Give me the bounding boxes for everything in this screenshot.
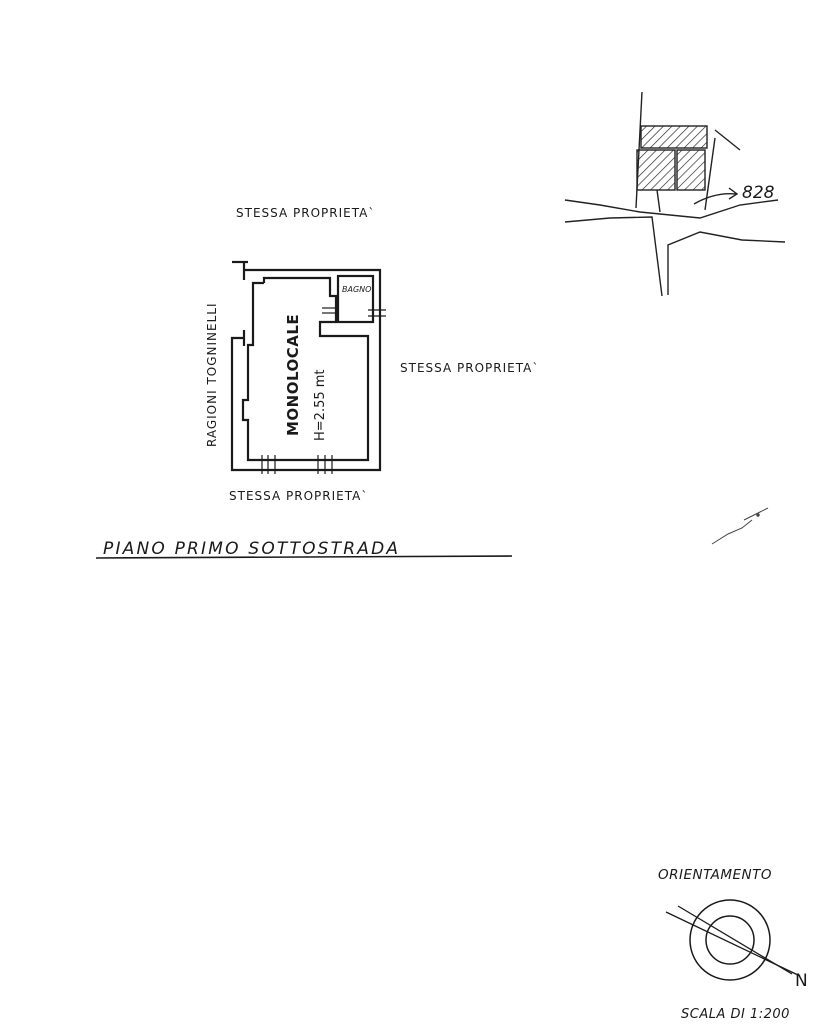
parcel-number: 828 — [742, 183, 775, 203]
floor-title: PIANO PRIMO SOTTOSTRADA — [103, 539, 400, 559]
north-arrow-line — [677, 905, 793, 975]
north-arrow-symbol — [665, 899, 801, 981]
room-name: MONOLOCALE — [284, 314, 302, 436]
outer-wall — [230, 268, 382, 472]
north-label: N — [795, 971, 808, 991]
orientation-label: ORIENTAMENTO — [658, 867, 772, 883]
bathroom-label: BAGNO — [342, 285, 371, 294]
plot-boundary — [656, 189, 661, 213]
building-block — [636, 149, 676, 191]
compass-inner-ring — [705, 915, 755, 965]
stray-marks — [711, 507, 769, 545]
plot-boundary — [704, 137, 716, 211]
plot-boundary — [714, 129, 741, 151]
neighbour-label-right: STESSA PROPRIETA` — [400, 361, 539, 375]
parcel-arrowhead — [728, 187, 739, 200]
road-edge-lower — [564, 216, 663, 297]
floor-title-underline — [95, 555, 513, 559]
parcel-arrow — [693, 193, 737, 205]
bathroom-walls — [336, 274, 375, 324]
scale-label: SCALA DI 1:200 — [681, 1007, 790, 1022]
neighbour-label-bottom: STESSA PROPRIETA` — [229, 489, 368, 503]
road-edge-upper — [564, 199, 779, 219]
location-map — [564, 91, 786, 297]
road-edge-right — [667, 231, 786, 295]
neighbour-label-left: RAGIONI TOGNINELLI — [205, 302, 219, 447]
compass-outer-ring — [689, 899, 771, 981]
building-block — [640, 125, 708, 149]
inner-wall — [241, 276, 370, 462]
room-height: H=2.55 mt — [313, 369, 328, 441]
building-block — [676, 149, 706, 191]
floor-plan — [230, 260, 386, 474]
neighbour-label-top: STESSA PROPRIETA` — [236, 206, 375, 220]
